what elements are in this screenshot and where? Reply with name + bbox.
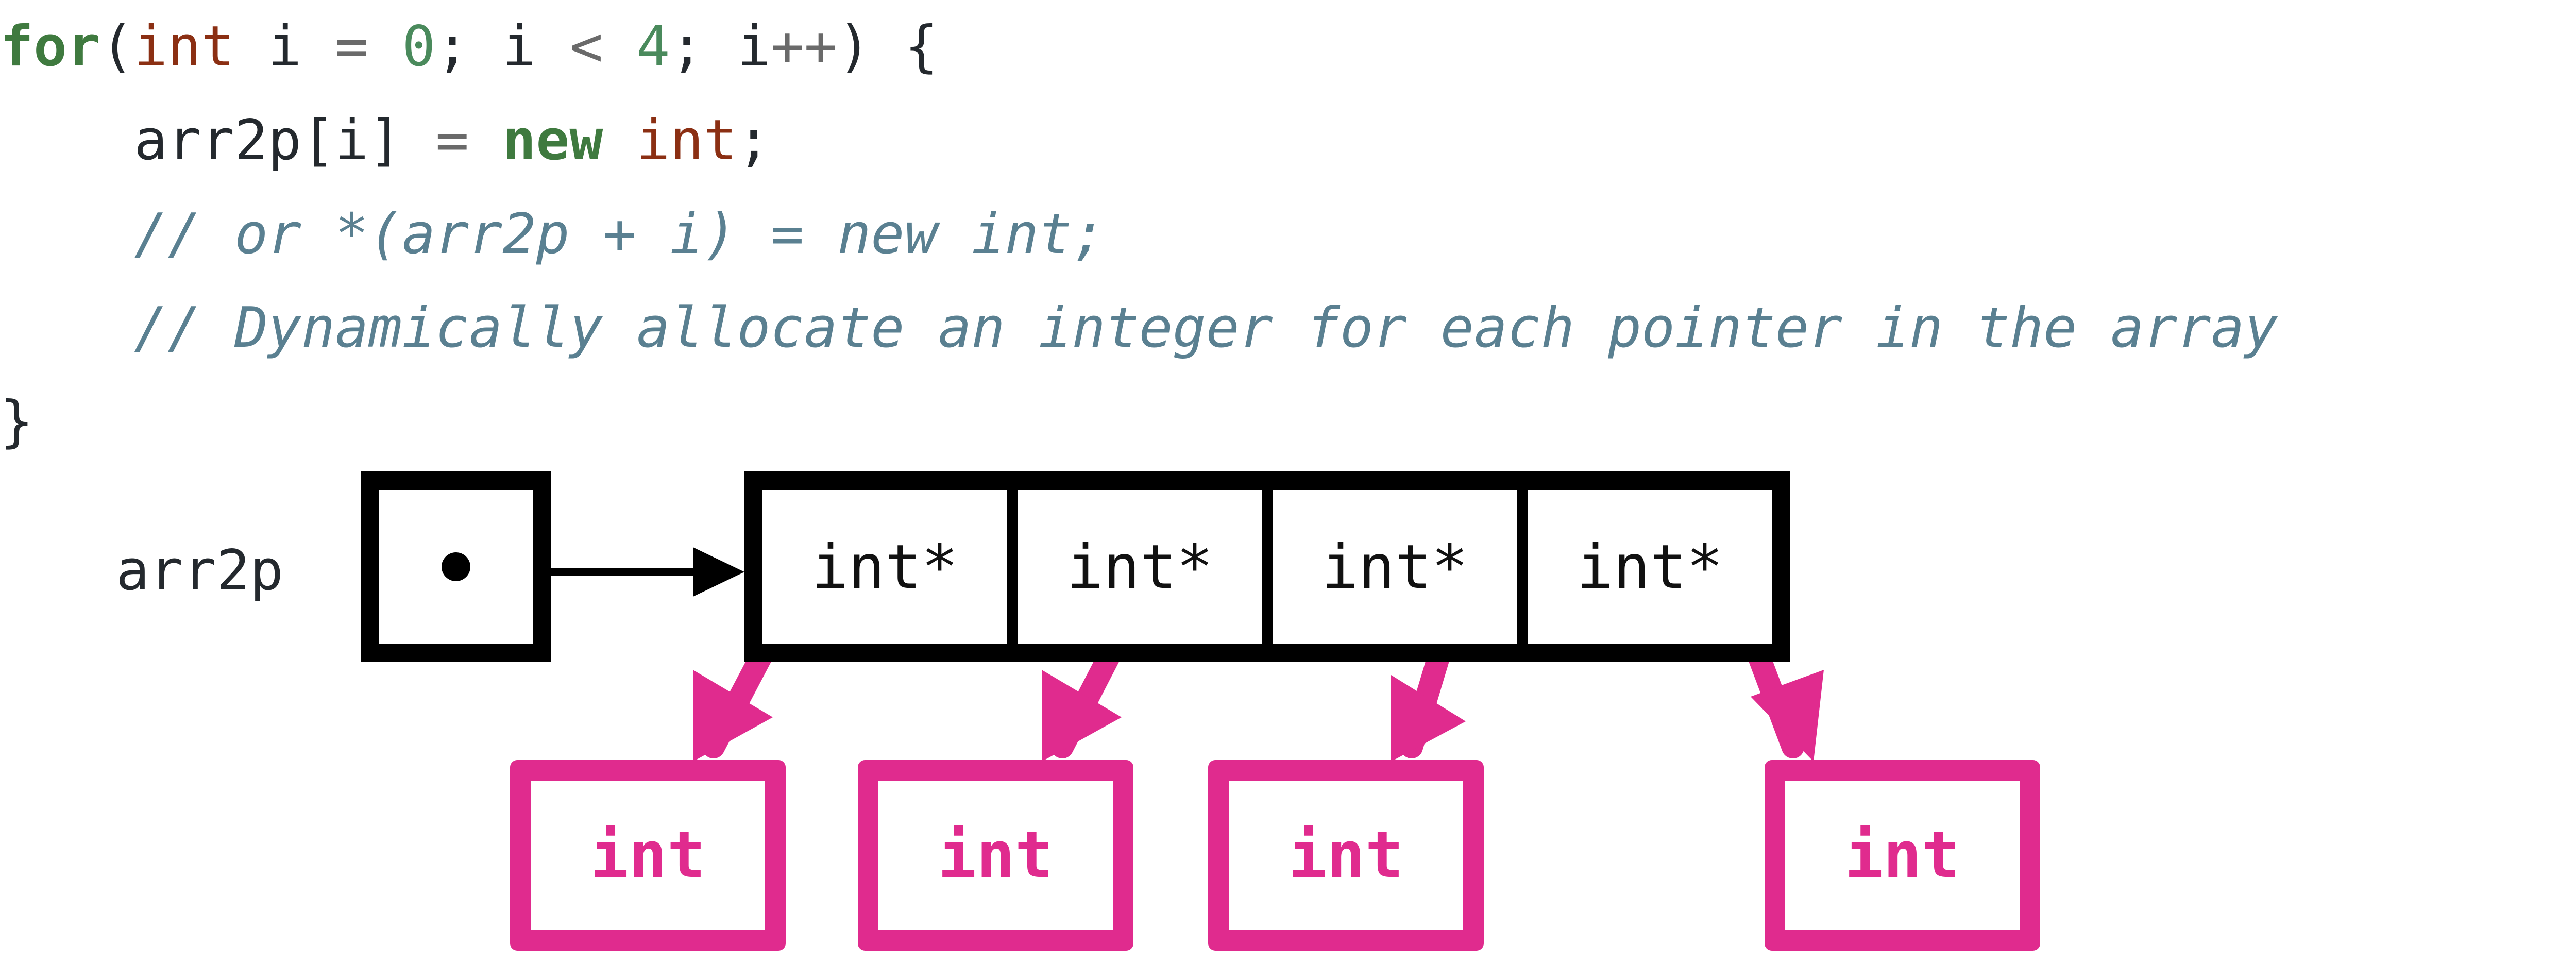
code-token-punct: ( (100, 14, 134, 79)
code-token-plain (368, 14, 402, 79)
array-cell-0: int* (762, 490, 1018, 644)
code-token-operator: = (435, 108, 469, 173)
pointer-variable-label: arr2p (116, 538, 284, 603)
code-token-operator: ++ (770, 14, 838, 79)
code-token-number: 4 (636, 14, 670, 79)
heap-arrow-2 (1391, 633, 1466, 762)
code-token-plain: i (234, 14, 335, 79)
code-token-keyword: new (502, 108, 603, 173)
code-token-punct: ) { (837, 14, 938, 79)
code-token-plain: arr2p[i] (0, 108, 436, 173)
code-token-comment: // or *(arr2p + i) = new int; (0, 202, 1106, 266)
code-token-operator: < (569, 14, 603, 79)
heap-int-box-3: int (1765, 760, 2040, 951)
code-token-plain: ; i (670, 14, 771, 79)
code-token-type: int (636, 108, 737, 173)
array-cell-2: int* (1273, 490, 1528, 644)
code-token-punct: ; (737, 108, 771, 173)
pointer-to-array-arrow (448, 547, 744, 597)
code-token-plain (603, 14, 636, 79)
code-line: } (0, 375, 2576, 469)
code-line: for(int i = 0; i < 4; i++) { (0, 0, 2576, 94)
code-token-type: int (134, 14, 235, 79)
heap-int-box-2: int (1208, 760, 1484, 951)
code-token-plain (469, 108, 502, 173)
code-line: // Dynamically allocate an integer for e… (0, 281, 2576, 375)
code-line: // or *(arr2p + i) = new int; (0, 188, 2576, 281)
code-token-plain (603, 108, 636, 173)
code-token-comment: // Dynamically allocate an integer for e… (0, 296, 2278, 360)
heap-arrow-0 (693, 633, 779, 762)
heap-int-box-0: int (510, 760, 786, 951)
code-block: for(int i = 0; i < 4; i++) { arr2p[i] = … (0, 0, 2576, 469)
array-cell-1: int* (1018, 490, 1273, 644)
code-token-plain: ; i (435, 14, 570, 79)
code-token-operator: = (335, 14, 369, 79)
heap-arrow-3 (1743, 633, 1824, 762)
pointer-dot-icon (442, 552, 470, 581)
array-cell-3: int* (1528, 490, 1772, 644)
pointer-variable-box (361, 471, 551, 662)
pointer-array: int*int*int*int* (744, 471, 1790, 662)
code-token-punct: } (0, 390, 34, 454)
heap-int-box-1: int (858, 760, 1133, 951)
code-token-keyword: for (0, 14, 101, 79)
heap-arrow-1 (1042, 633, 1127, 762)
code-token-number: 0 (402, 14, 436, 79)
code-line: arr2p[i] = new int; (0, 94, 2576, 188)
